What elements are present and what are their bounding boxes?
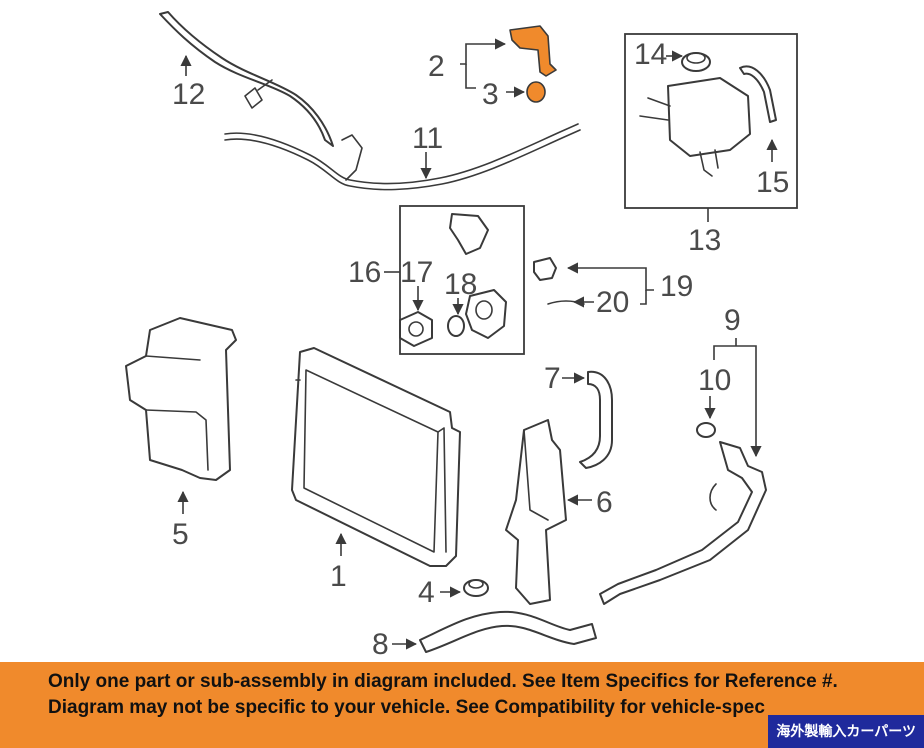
part-5-air-baffle <box>125 317 237 481</box>
part-2-bracket <box>509 25 557 77</box>
part-4-radiator-cap <box>463 579 489 597</box>
part-8-lower-hose <box>419 610 597 653</box>
callout-7: 7 <box>544 362 561 395</box>
part-13-reservoir <box>639 77 751 177</box>
callout-4: 4 <box>418 576 435 609</box>
part-7-hose <box>579 370 613 469</box>
callout-18: 18 <box>444 268 477 301</box>
callout-11: 11 <box>412 122 443 155</box>
imported-car-parts-badge: 海外製輸入カーパーツ <box>768 715 924 748</box>
disclaimer-line-2: Diagram may not be specific to your vehi… <box>48 697 765 718</box>
callout-5: 5 <box>172 518 189 551</box>
part-15-hose <box>739 65 777 123</box>
callout-19: 19 <box>660 270 693 303</box>
part-6-air-baffle <box>505 419 567 605</box>
part-18-seal <box>447 315 465 337</box>
callout-3: 3 <box>482 78 499 111</box>
part-1-radiator <box>291 347 461 567</box>
part-14-cap <box>681 52 711 72</box>
part-16-water-pump <box>449 213 507 339</box>
callout-20: 20 <box>596 286 629 319</box>
disclaimer-banner: Only one part or sub-assembly in diagram… <box>0 662 924 748</box>
part-12-upper-hose <box>159 11 334 147</box>
callout-16: 16 <box>348 256 381 289</box>
callout-15: 15 <box>756 166 789 199</box>
disclaimer-line-1: Only one part or sub-assembly in diagram… <box>48 671 838 692</box>
callout-17: 17 <box>400 256 433 289</box>
box-reservoir-assembly <box>624 33 798 209</box>
callout-1: 1 <box>330 560 347 593</box>
callout-10: 10 <box>698 364 731 397</box>
part-19-thermostat <box>533 257 557 281</box>
callout-9: 9 <box>724 304 741 337</box>
callout-6: 6 <box>596 486 613 519</box>
callout-14: 14 <box>634 38 667 71</box>
part-11-overflow-tube <box>224 123 581 191</box>
callout-12: 12 <box>172 78 205 111</box>
part-9-filler-pipe <box>599 441 767 605</box>
part-17-gasket <box>399 311 433 347</box>
callout-13: 13 <box>688 224 721 257</box>
part-3-insulator <box>526 81 546 103</box>
box-water-pump-assembly <box>399 205 525 355</box>
exploded-parts-diagram: 12 11 2 3 14 15 13 <box>125 11 798 661</box>
part-10-o-ring <box>696 422 716 438</box>
callout-8: 8 <box>372 628 389 661</box>
callout-2: 2 <box>428 50 445 83</box>
